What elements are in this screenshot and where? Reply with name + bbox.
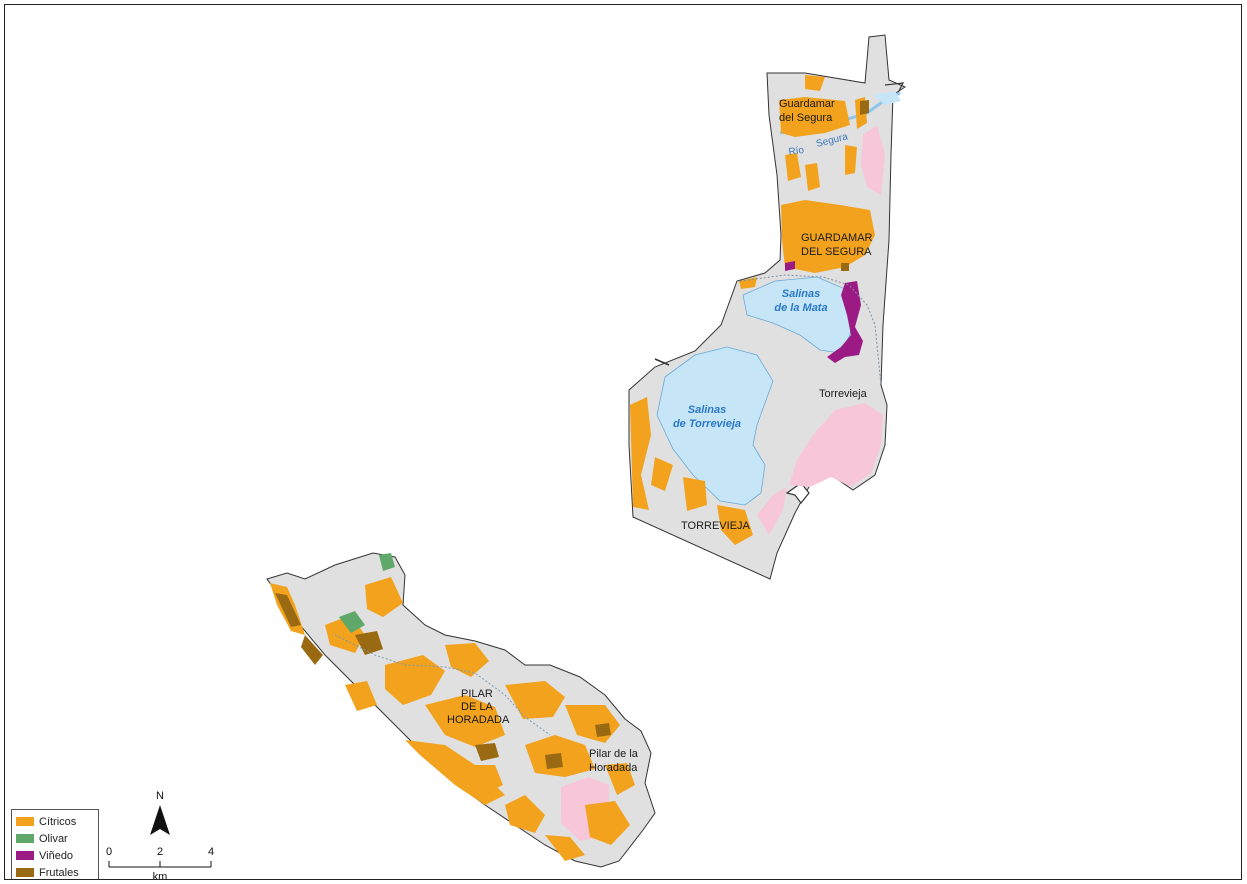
scale-tick-4: 4 [208, 846, 214, 858]
coast-north-jag [884, 82, 905, 96]
svg-text:Horadada: Horadada [589, 762, 638, 774]
rambla-line [334, 634, 551, 736]
vinedo-patches [785, 261, 863, 363]
admin-boundary-north [739, 274, 882, 386]
legend-label-citricos: Cítricos [39, 815, 77, 828]
map-labels: Guardamar del Segura Río Segura GUARDAMA… [447, 98, 873, 774]
svg-text:del Segura: del Segura [779, 112, 833, 124]
svg-text:Salinas: Salinas [782, 288, 821, 300]
legend-item-frutales: Frutales [16, 864, 94, 879]
legend-swatch-vinedo [16, 851, 34, 860]
urban-torrevieja-south [757, 487, 787, 535]
scale-tick-0: 0 [106, 846, 112, 858]
scale-unit: km [153, 871, 168, 880]
label-rio: Río [788, 145, 805, 158]
citricos-patches-north [630, 75, 875, 545]
svg-text:Río: Río [788, 145, 805, 158]
citricos-patches-south [270, 577, 635, 861]
svg-text:PILAR: PILAR [461, 688, 493, 700]
map-legend: Cítricos Olivar Viñedo Frutales [11, 809, 99, 879]
river-mouth [873, 91, 901, 105]
label-salinas-mata-1: Salinas [782, 288, 821, 300]
svg-text:DE LA: DE LA [461, 701, 493, 713]
urban-guardamar [861, 125, 885, 195]
svg-text:Salinas: Salinas [688, 404, 727, 416]
southern-municipality [266, 552, 656, 868]
label-pilar-town-1: Pilar de la [589, 748, 639, 760]
north-letter: N [156, 790, 164, 802]
scale-bar-line [108, 861, 212, 868]
label-torrevieja-town: Torrevieja [819, 388, 868, 400]
svg-text:de la Mata: de la Mata [774, 302, 827, 314]
legend-item-vinedo: Viñedo [16, 847, 94, 864]
svg-text:Guardamar: Guardamar [779, 98, 835, 110]
salinas-torrevieja-lagoon[interactable] [656, 346, 774, 506]
svg-text:GUARDAMAR: GUARDAMAR [801, 232, 873, 244]
map-canvas: Guardamar del Segura Río Segura GUARDAMA… [266, 34, 907, 868]
olivar-patches [339, 553, 395, 633]
label-pilar-town-2: Horadada [589, 762, 638, 774]
legend-item-olivar: Olivar [16, 830, 94, 847]
legend-label-frutales: Frutales [39, 866, 79, 879]
label-guardamar-muni-1: GUARDAMAR [801, 232, 873, 244]
label-salinas-torrevieja-2: de Torrevieja [673, 418, 741, 430]
svg-text:DEL SEGURA: DEL SEGURA [801, 246, 872, 258]
label-salinas-mata-2: de la Mata [774, 302, 827, 314]
northern-municipalities [628, 34, 907, 580]
label-salinas-torrevieja-1: Salinas [688, 404, 727, 416]
svg-text:Pilar de la: Pilar de la [589, 748, 639, 760]
legend-swatch-citricos [16, 817, 34, 826]
label-torrevieja-muni: TORREVIEJA [681, 520, 751, 532]
frutales-patches-north [841, 100, 869, 271]
svg-text:de Torrevieja: de Torrevieja [673, 418, 741, 430]
scale-tick-2: 2 [157, 846, 163, 858]
frutales-patches-south [275, 593, 611, 769]
west-spur [654, 358, 670, 366]
legend-label-olivar: Olivar [39, 832, 68, 845]
label-guardamar-town-2: del Segura [779, 112, 833, 124]
label-guardamar-muni-2: DEL SEGURA [801, 246, 872, 258]
map-frame: Guardamar del Segura Río Segura GUARDAMA… [4, 4, 1242, 880]
label-pilar-muni-2: DE LA [461, 701, 493, 713]
label-guardamar-town-1: Guardamar [779, 98, 835, 110]
north-arrow-icon [150, 805, 170, 835]
label-pilar-muni-3: HORADADA [447, 714, 510, 726]
scale-and-north: N 0 2 4 km [106, 790, 214, 880]
legend-swatch-olivar [16, 834, 34, 843]
urban-torrevieja [789, 403, 883, 487]
legend-item-citricos: Cítricos [16, 813, 94, 830]
legend-label-vinedo: Viñedo [39, 849, 74, 862]
legend-swatch-frutales [16, 868, 34, 877]
label-pilar-muni-1: PILAR [461, 688, 493, 700]
svg-text:HORADADA: HORADADA [447, 714, 510, 726]
